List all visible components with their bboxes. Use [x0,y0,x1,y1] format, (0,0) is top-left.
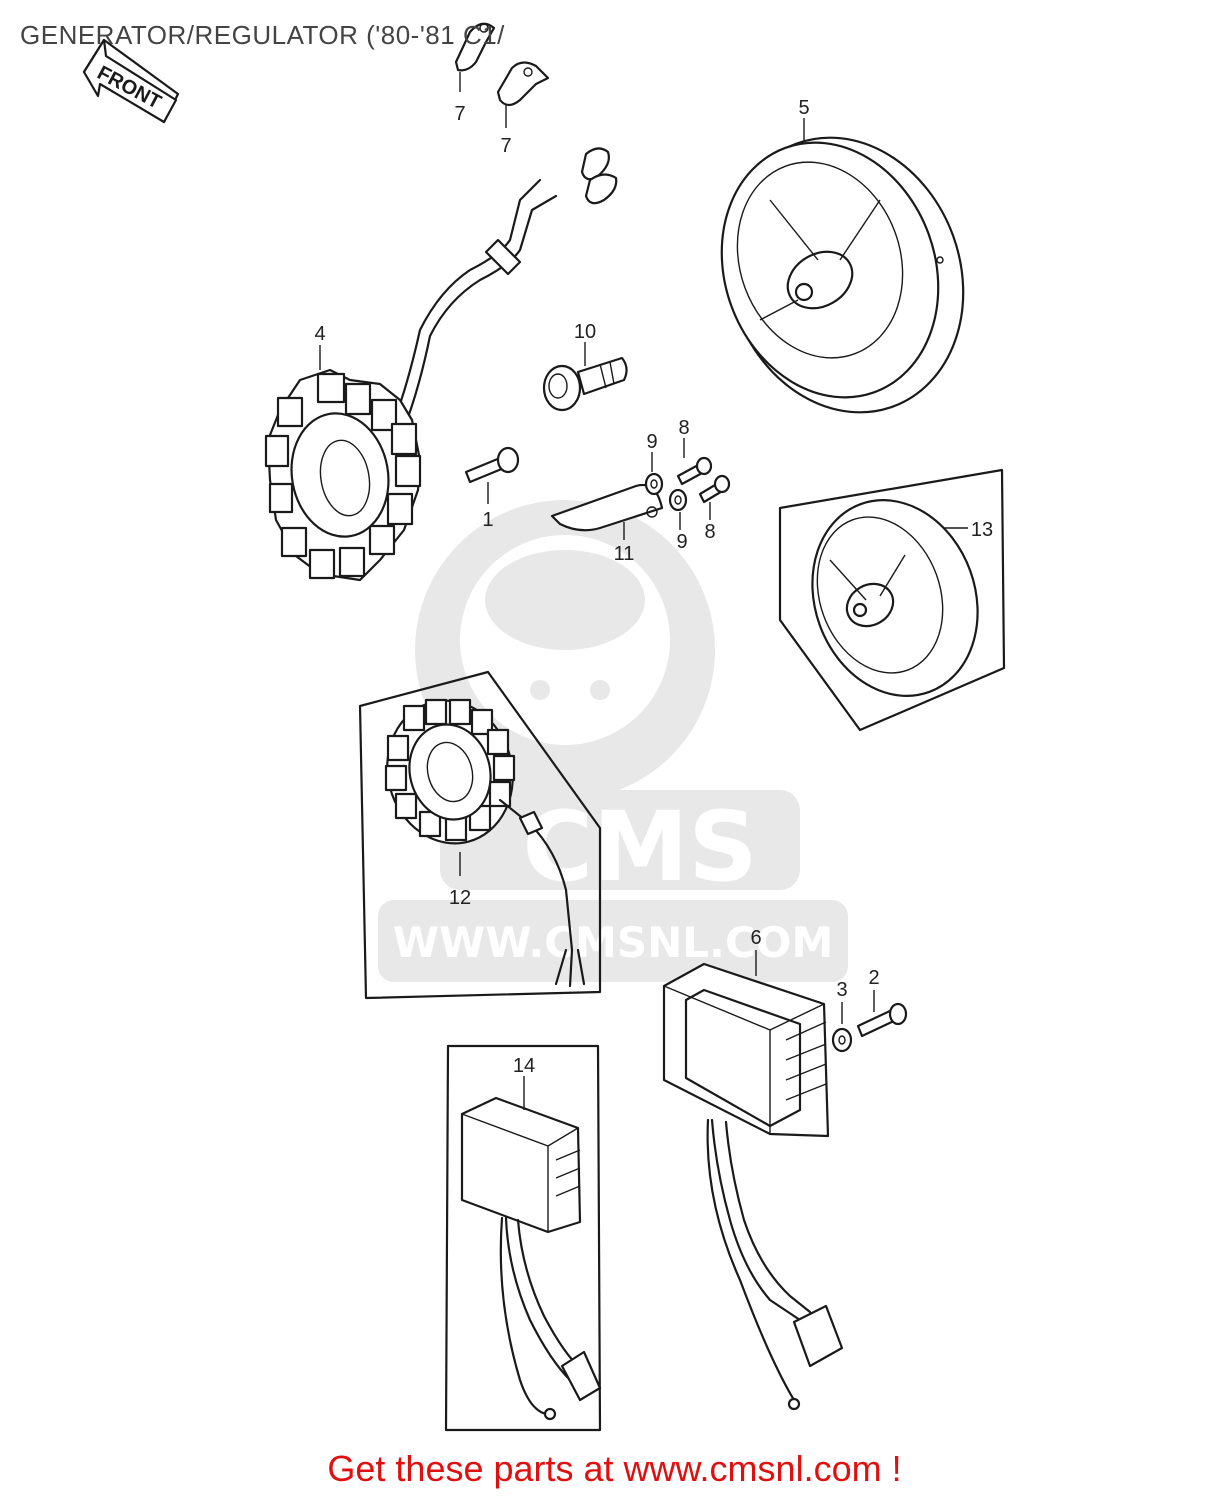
small-screw-part [698,474,731,520]
stator-part [264,147,618,582]
screw-part [464,446,520,504]
washer-part [668,488,688,530]
callout-4: 4 [314,323,325,345]
callout-10: 10 [574,321,596,343]
page-title: GENERATOR/REGULATOR ('80-'81 C1/ [20,20,505,50]
callout-3: 3 [836,979,847,1001]
regulator-part [662,950,844,1411]
callout-1: 1 [482,509,493,531]
promo-link[interactable]: Get these parts at www.cmsnl.com ! [327,1448,902,1489]
callout-6: 6 [750,927,761,949]
callout-7b: 7 [500,135,511,157]
callout-8a: 8 [678,417,689,439]
bolt-part [542,342,628,412]
plate-part [550,483,664,540]
clamp-part [454,22,496,92]
front-arrow: FRONT [82,38,180,124]
callout-7a: 7 [454,103,465,125]
callout-9a: 9 [646,431,657,453]
regulator-inset [444,1044,602,1432]
callout-2: 2 [868,967,879,989]
rotor-part [720,118,965,414]
callout-8b: 8 [704,521,715,543]
clamp-part [496,61,550,128]
washer-part [644,452,664,496]
callout-14: 14 [513,1055,535,1077]
watermark-brand: CMS [522,791,757,903]
small-screw-part [676,438,713,486]
callout-12: 12 [449,887,471,909]
callout-13: 13 [971,519,993,541]
rotor-inset [778,468,1006,732]
washer-part [831,1002,853,1053]
callout-labels: 1 2 3 4 5 6 7 7 8 8 9 9 10 11 12 13 14 [314,97,993,1077]
bolt-part [856,990,908,1038]
watermark-url: WWW.CMSNL.COM [393,918,834,967]
stator-inset [358,670,602,1000]
callout-11: 11 [614,543,635,565]
callout-5: 5 [798,97,809,119]
callout-9b: 9 [676,531,687,553]
